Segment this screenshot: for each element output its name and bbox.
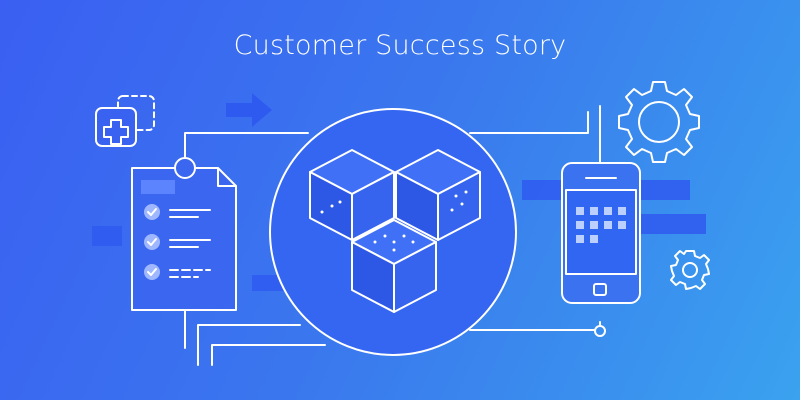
arrow-right-icon [226, 93, 272, 127]
medical-plus-icon [95, 95, 155, 147]
cubes-icon [269, 108, 517, 356]
page-title: Customer Success Story [233, 30, 567, 61]
check-icon [144, 204, 160, 220]
clipboard-checklist-icon [131, 157, 237, 311]
check-icon [144, 234, 160, 250]
check-icon [144, 264, 160, 280]
smartphone-icon [561, 162, 641, 337]
gear-icon [670, 250, 710, 290]
gear-icon [618, 81, 700, 163]
